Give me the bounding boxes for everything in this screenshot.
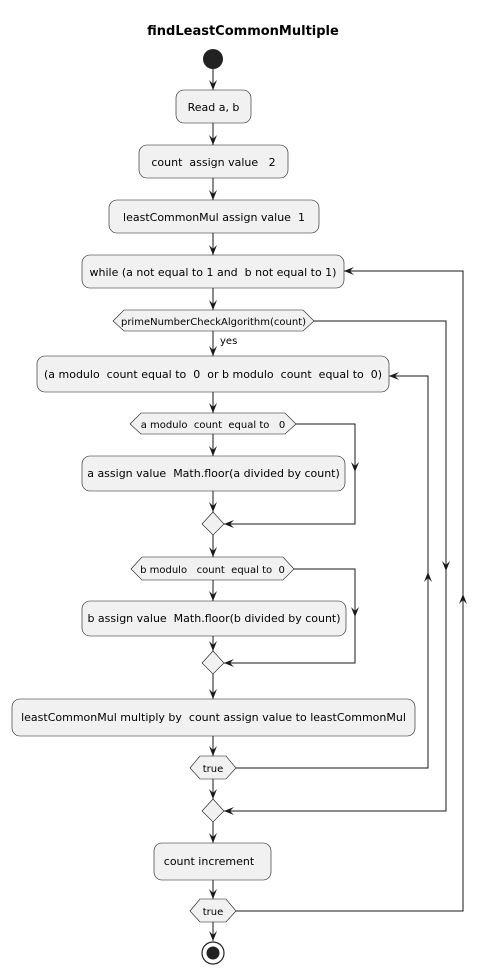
node-count-increment: count increment bbox=[153, 842, 272, 881]
merge-diamond-b bbox=[201, 650, 225, 675]
decision-prime-check: primeNumberCheckAlgorithm(count) bbox=[112, 309, 315, 332]
decision-outer-repeat: true bbox=[189, 898, 237, 923]
node-lcm-multiply-label: leastCommonMul multiply by count assign … bbox=[21, 711, 406, 724]
flow-arrowheads bbox=[209, 80, 217, 941]
node-count-assign-label: count assign value 2 bbox=[151, 156, 275, 169]
node-lcm-multiply: leastCommonMul multiply by count assign … bbox=[11, 698, 416, 737]
node-lcm-assign: leastCommonMul assign value 1 bbox=[108, 199, 320, 234]
node-a-assign-label: a assign value Math.floor(a divided by c… bbox=[87, 467, 340, 480]
node-while-loop: while (a not equal to 1 and b not equal … bbox=[81, 254, 345, 289]
node-inner-loop: (a modulo count equal to 0 or b modulo c… bbox=[36, 355, 390, 393]
decision-prime-check-label: primeNumberCheckAlgorithm(count) bbox=[121, 317, 306, 328]
node-read-label: Read a, b bbox=[188, 101, 240, 114]
end-node bbox=[201, 941, 225, 965]
yes-label: yes bbox=[220, 336, 237, 347]
node-count-assign: count assign value 2 bbox=[138, 144, 289, 179]
decision-a-mod-check-label: a modulo count equal to 0 bbox=[141, 420, 286, 431]
diagram-title: findLeastCommonMultiple bbox=[147, 24, 339, 39]
a-check-skip-edge bbox=[224, 423, 359, 528]
node-inner-loop-label: (a modulo count equal to 0 or b modulo c… bbox=[44, 368, 382, 381]
decision-a-mod-check: a modulo count equal to 0 bbox=[129, 412, 297, 435]
merge-diamond-prime bbox=[201, 798, 225, 823]
inner-loop-back-edge bbox=[236, 372, 432, 769]
decision-b-mod-check: b modulo count equal to 0 bbox=[130, 556, 295, 581]
start-node bbox=[203, 49, 223, 69]
decision-b-mod-check-label: b modulo count equal to 0 bbox=[140, 565, 285, 576]
decision-inner-repeat: true bbox=[189, 755, 237, 780]
node-a-assign: a assign value Math.floor(a divided by c… bbox=[81, 455, 346, 492]
node-b-assign-label: b assign value Math.floor(b divided by c… bbox=[87, 612, 340, 625]
decision-inner-repeat-label: true bbox=[203, 764, 224, 775]
node-lcm-assign-label: leastCommonMul assign value 1 bbox=[123, 211, 305, 224]
merge-diamond-a bbox=[201, 511, 225, 536]
node-read: Read a, b bbox=[175, 89, 252, 124]
node-count-increment-label: count increment bbox=[164, 855, 255, 868]
decision-outer-repeat-label: true bbox=[203, 907, 224, 918]
prime-check-false-edge bbox=[224, 320, 450, 815]
outer-loop-back-edge bbox=[236, 267, 467, 912]
node-b-assign: b assign value Math.floor(b divided by c… bbox=[81, 600, 347, 637]
node-while-loop-label: while (a not equal to 1 and b not equal … bbox=[90, 266, 337, 279]
b-check-skip-edge bbox=[224, 568, 359, 667]
